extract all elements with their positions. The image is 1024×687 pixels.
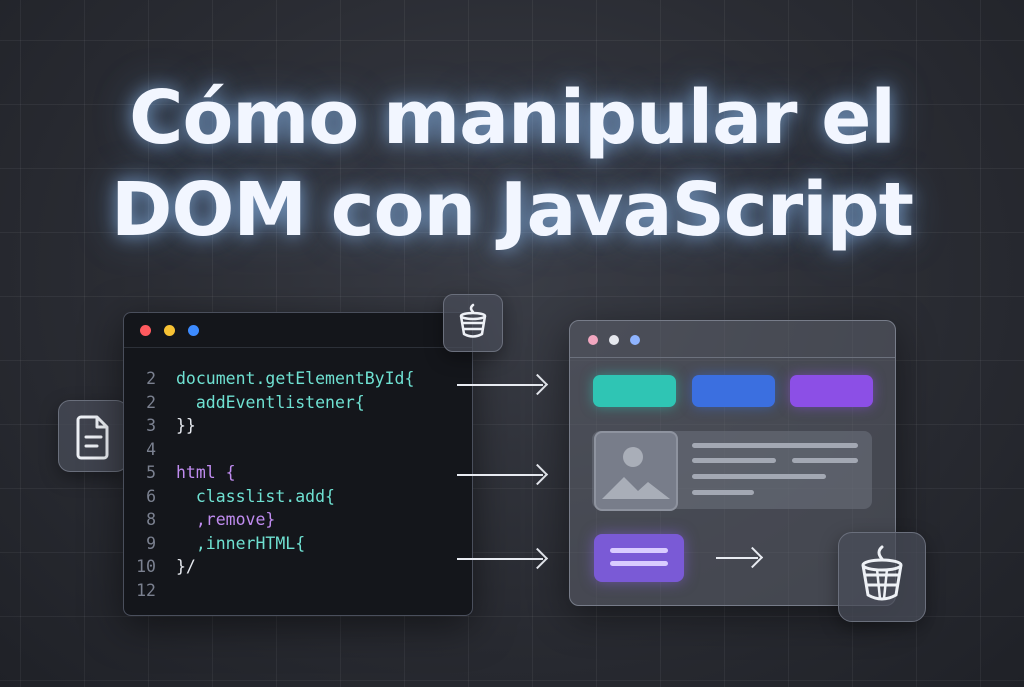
close-dot (140, 325, 151, 336)
line-number: 4 (146, 439, 156, 459)
button-text-line (610, 548, 668, 553)
line-number: 2 (146, 369, 156, 388)
code-text: }/ (176, 557, 196, 576)
code-text: ,remove} (176, 510, 276, 529)
bucket-icon (459, 303, 487, 338)
line-number: 12 (136, 580, 156, 600)
code-line: 2 addEventlistener{ (124, 391, 414, 415)
arrow-right-icon (457, 474, 543, 476)
purple-chip (790, 375, 873, 407)
line-number: 8 (146, 510, 156, 529)
line-number: 10 (136, 557, 156, 576)
arrow-right-icon (457, 558, 543, 560)
line-number: 2 (146, 392, 156, 412)
browser-dot (630, 335, 640, 345)
code-text: }} (176, 416, 196, 435)
bucket-icon (861, 545, 903, 601)
code-text: document.getElementById{ (176, 369, 415, 388)
code-text: ,innerHTML{ (176, 533, 306, 553)
text-line (692, 490, 754, 495)
code-line: 6 classlist.add{ (124, 485, 414, 509)
title-line-2: DOM con JavaScript (111, 167, 914, 253)
arrow-right-icon (716, 557, 758, 559)
code-line: 9 ,innerHTML{ (124, 532, 414, 556)
purple-button (594, 534, 684, 582)
text-line (692, 443, 858, 448)
line-number: 6 (146, 486, 156, 506)
text-line (792, 458, 858, 463)
teal-chip (593, 375, 676, 407)
title-line-1: Cómo manipular el (129, 75, 896, 161)
button-text-line (610, 561, 668, 566)
line-number: 5 (146, 463, 156, 482)
code-text: html { (176, 463, 236, 482)
page-title: Cómo manipular el DOM con JavaScript (0, 72, 1024, 256)
browser-dot (609, 335, 619, 345)
minimize-dot (164, 325, 175, 336)
text-line (692, 474, 826, 479)
document-icon-tile (58, 400, 128, 472)
code-line: 8 ,remove} (124, 508, 414, 532)
browser-titlebar (570, 321, 895, 358)
maximize-dot (188, 325, 199, 336)
content-card (592, 431, 872, 511)
bucket-icon-tile-large (838, 532, 926, 622)
code-block: 2 document.getElementById{ 2 addEventliste… (124, 367, 414, 602)
code-line: 3}} (124, 414, 414, 438)
text-line (692, 458, 776, 463)
line-number: 9 (146, 533, 156, 553)
code-line: 5 html { (124, 461, 414, 485)
browser-dot (588, 335, 598, 345)
bucket-icon-tile-small (443, 294, 503, 352)
code-line: 10 }/ (124, 555, 414, 579)
arrow-right-icon (457, 384, 543, 386)
code-line: 12 (124, 579, 414, 603)
code-text: addEventlistener{ (176, 392, 365, 412)
code-text: classlist.add{ (176, 486, 335, 506)
code-line: 4 (124, 438, 414, 462)
code-window-titlebar (124, 313, 472, 348)
blue-chip (692, 375, 775, 407)
code-line: 2 document.getElementById{ (124, 367, 414, 391)
line-number: 3 (146, 416, 156, 435)
document-icon (76, 415, 109, 460)
code-editor-window: 2 document.getElementById{ 2 addEventliste… (123, 312, 473, 616)
image-placeholder-icon (594, 431, 678, 511)
